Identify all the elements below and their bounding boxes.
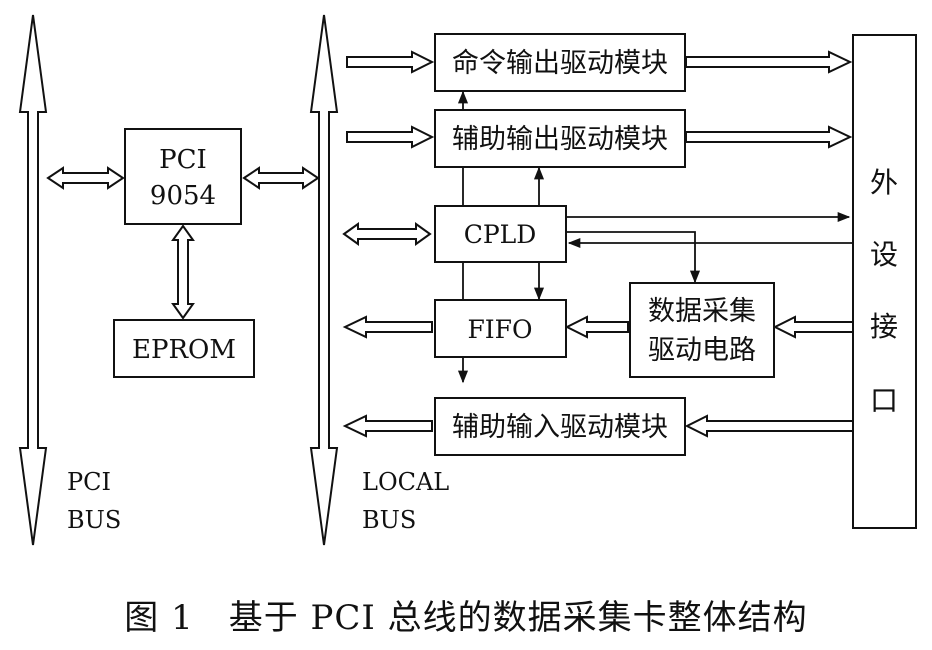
aux-in-to-bus-arrow (342, 414, 433, 438)
daq-driver-box (629, 282, 775, 378)
local-bus-label-line1: LOCAL (362, 468, 449, 496)
peripheral-char-3: 接 (870, 310, 898, 343)
eprom-label: EPROM (132, 335, 236, 365)
bus-to-cmd-arrow (346, 50, 435, 74)
figure-caption: 图 1 基于 PCI 总线的数据采集卡整体结构 (124, 598, 808, 638)
pci9054-label-line2: 9054 (150, 181, 216, 211)
peripheral-to-aux-in-arrow (684, 414, 854, 438)
aux-output-module-box (434, 109, 686, 168)
local-bus-arrow (309, 14, 339, 546)
peripheral-char-2: 设 (870, 238, 898, 271)
aux-input-module-label: 辅助输入驱动模块 (452, 412, 668, 443)
9054-to-local-bus-arrow (242, 166, 320, 190)
aux-output-module-label: 辅助输出驱动模块 (452, 124, 668, 155)
fifo-box (434, 299, 567, 358)
9054-to-eprom-arrow (171, 224, 195, 320)
cmd-output-module-label: 命令输出驱动模块 (452, 48, 668, 79)
cpld-to-daq-line (567, 231, 701, 284)
aux-input-module-box (434, 397, 686, 456)
cpld-label: CPLD (464, 220, 537, 249)
peripheral-char-1: 外 (870, 166, 898, 199)
peripheral-to-daq-arrow (772, 315, 854, 339)
local-bus-label-line2: BUS (362, 506, 416, 534)
fifo-label: FIFO (467, 315, 532, 344)
daq-driver-label-line1: 数据采集 (648, 296, 756, 327)
bus-to-aux-out-arrow (346, 125, 435, 149)
cmd-output-module-box (434, 33, 686, 92)
pci9054-label-line1: PCI (159, 145, 207, 175)
cmd-to-peripheral-arrow (685, 50, 853, 74)
eprom-box (113, 319, 255, 378)
pci9054-box (124, 128, 242, 225)
pci-bus-to-9054-arrow (46, 166, 125, 190)
bus-cpld-arrow (342, 222, 432, 246)
daq-driver-label-line2: 驱动电路 (648, 335, 756, 366)
pci-bus-label-line2: BUS (67, 506, 121, 534)
aux-out-to-peripheral-arrow (685, 125, 853, 149)
fifo-to-bus-arrow (342, 315, 433, 339)
peripheral-char-4: 口 (870, 384, 898, 417)
cpld-box (434, 205, 567, 263)
pci-bus-arrow (18, 14, 48, 546)
daq-to-fifo-arrow (564, 315, 629, 339)
block-diagram: PCI 9054 EPROM 命令输出驱动模块 辅助输出驱动模块 CPLD FI… (18, 14, 917, 546)
pci-bus-label-line1: PCI (67, 468, 111, 496)
peripheral-interface-box (852, 34, 917, 529)
